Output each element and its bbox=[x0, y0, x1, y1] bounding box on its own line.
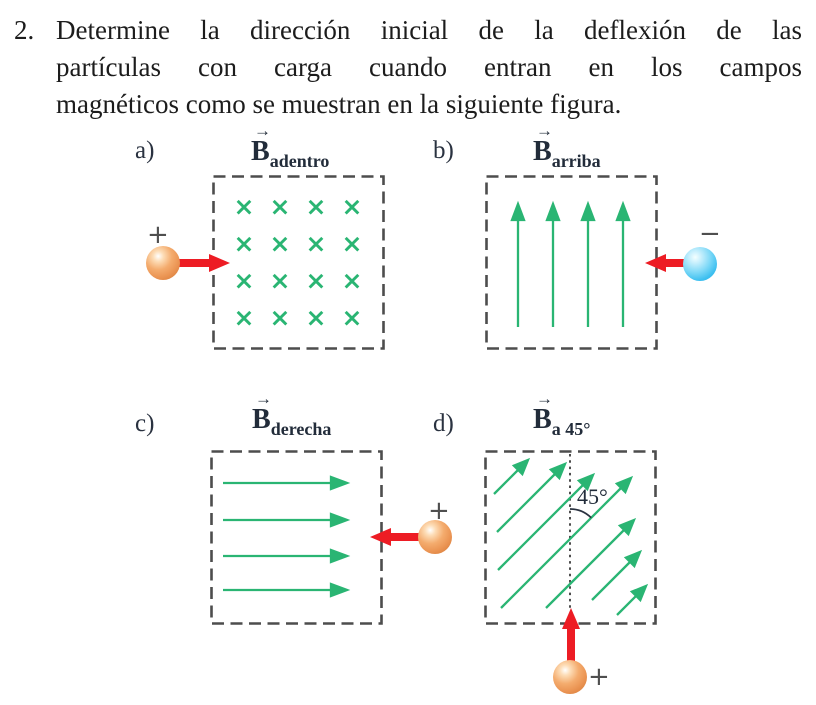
panel-b-field-title: →Barriba bbox=[533, 121, 601, 172]
field-x-icon: × bbox=[233, 229, 255, 258]
field-x-icon: × bbox=[269, 192, 291, 221]
positive-particle-a bbox=[146, 246, 180, 280]
field-x-icon: × bbox=[233, 266, 255, 295]
field-x-icon: × bbox=[341, 192, 363, 221]
vector-arrow-icon: → bbox=[536, 389, 553, 408]
field-subscript: derecha bbox=[270, 419, 332, 439]
field-x-icon: × bbox=[305, 266, 327, 295]
field-subscript: adentro bbox=[269, 151, 330, 171]
field-x-icon: × bbox=[341, 229, 363, 258]
panel-d-field-title: →Ba 45° bbox=[533, 389, 591, 440]
field-subscript: arriba bbox=[551, 151, 601, 171]
problem-statement: Determine la dirección inicial de la def… bbox=[56, 15, 802, 126]
field-x-icon: × bbox=[233, 192, 255, 221]
panel-c-label: c) bbox=[135, 410, 155, 437]
field-x-icon: × bbox=[341, 266, 363, 295]
charge-sign-b: − bbox=[699, 219, 721, 249]
b-vector-symbol: →B bbox=[533, 389, 553, 435]
field-x-icon: × bbox=[269, 229, 291, 258]
vector-arrow-icon: → bbox=[536, 121, 553, 140]
field-right-arrows-icon bbox=[210, 450, 383, 625]
field-x-icon: × bbox=[269, 266, 291, 295]
field-x-icon: × bbox=[305, 229, 327, 258]
positive-particle-d bbox=[553, 660, 587, 694]
field-region-b bbox=[485, 175, 658, 350]
angle-label: 45° bbox=[577, 484, 608, 509]
negative-particle-b bbox=[683, 247, 717, 281]
velocity-arrow-up-icon bbox=[562, 608, 580, 666]
charge-sign-d: + bbox=[588, 662, 610, 692]
field-region-c bbox=[210, 450, 383, 625]
vector-arrow-icon: → bbox=[255, 389, 272, 408]
problem-number: 2. bbox=[14, 15, 35, 45]
b-vector-symbol: →B bbox=[533, 121, 553, 167]
velocity-arrow-right-icon bbox=[172, 254, 230, 272]
charge-sign-c: + bbox=[428, 496, 450, 526]
panel-b-label: b) bbox=[433, 137, 454, 164]
field-x-icon: × bbox=[305, 192, 327, 221]
panel-c-field-title: →Bderecha bbox=[252, 389, 332, 440]
field-into-page-symbols: × × × × × × × × × × × × × × × × bbox=[226, 188, 370, 336]
field-region-a: × × × × × × × × × × × × × × × × bbox=[212, 175, 385, 350]
panel-a-field-title: →Badentro bbox=[251, 121, 330, 172]
problem-line-1: Determine la dirección inicial de la def… bbox=[56, 15, 802, 45]
field-x-icon: × bbox=[341, 303, 363, 332]
angle-arc bbox=[569, 508, 592, 519]
field-region-d: 45° bbox=[484, 450, 657, 625]
panel-d-label: d) bbox=[433, 410, 454, 437]
field-x-icon: × bbox=[233, 303, 255, 332]
positive-particle-c bbox=[418, 520, 452, 554]
field-subscript: a 45° bbox=[551, 419, 591, 439]
field-x-icon: × bbox=[305, 303, 327, 332]
field-x-icon: × bbox=[269, 303, 291, 332]
vector-arrow-icon: → bbox=[254, 121, 271, 140]
panel-a-label: a) bbox=[135, 137, 155, 164]
b-vector-symbol: →B bbox=[251, 121, 271, 167]
problem-line-3: magnéticos como se muestran en la siguie… bbox=[56, 89, 622, 119]
field-diagonal-arrows-icon: 45° bbox=[484, 450, 657, 625]
field-up-arrows-icon bbox=[485, 175, 658, 350]
velocity-arrow-left-icon bbox=[370, 528, 428, 546]
charge-sign-a: + bbox=[147, 220, 169, 250]
b-vector-symbol: →B bbox=[252, 389, 272, 435]
problem-line-2: partículas con carga cuando entran en lo… bbox=[56, 52, 802, 82]
